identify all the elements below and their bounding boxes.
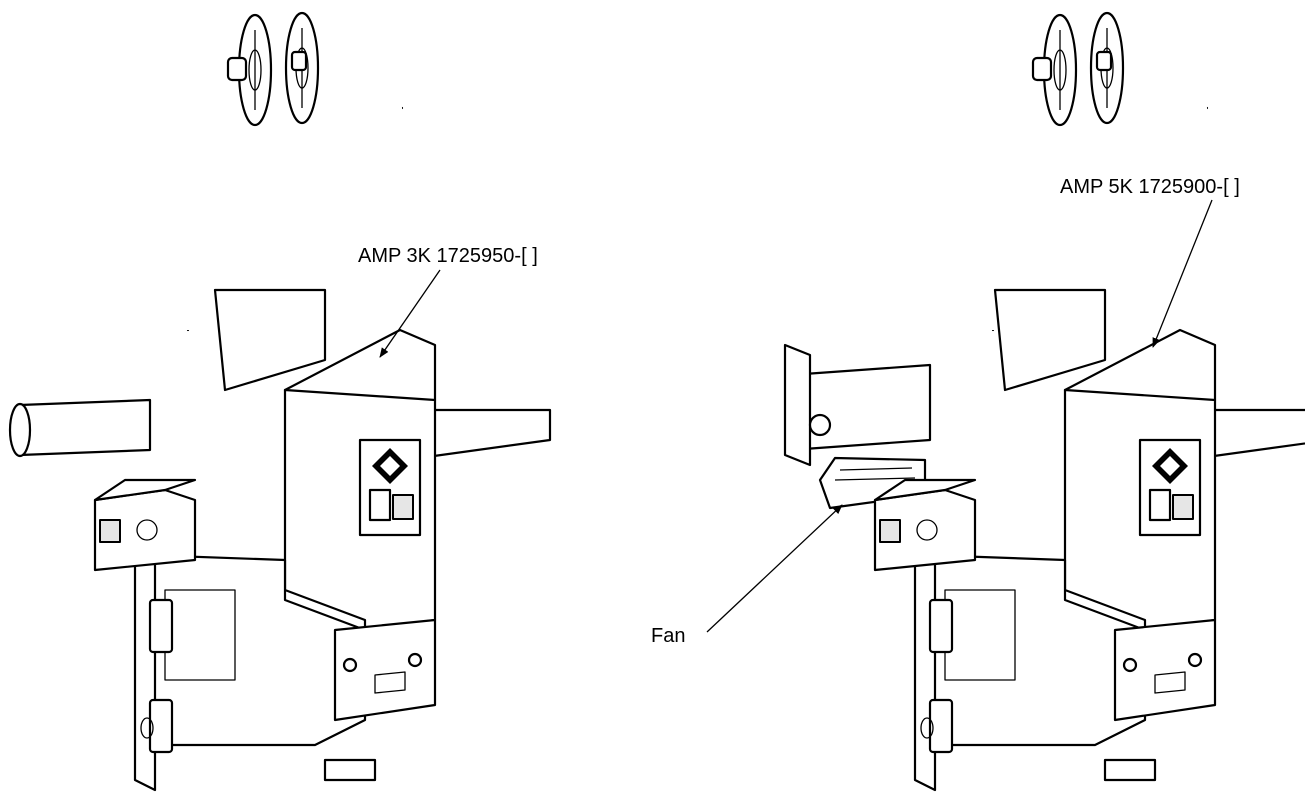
right-model-label: AMP 5K 1725900-[ ] [1060, 176, 1240, 198]
left-applicator-body [93, 288, 552, 792]
right-feed-tube [783, 343, 932, 467]
right-model-leader-arrow [1152, 199, 1213, 348]
left-applicator-drawing [8, 13, 552, 792]
fan-label: Fan [651, 625, 685, 647]
left-feed-tube [8, 398, 152, 458]
right-reel [993, 13, 1207, 330]
left-model-label: AMP 3K 1725950-[ ] [358, 245, 538, 267]
right-applicator-body [873, 288, 1305, 792]
fan-leader-arrow [706, 504, 843, 633]
left-reel [188, 13, 402, 330]
right-applicator-drawing [783, 13, 1305, 792]
left-model-leader-arrow [379, 269, 441, 358]
